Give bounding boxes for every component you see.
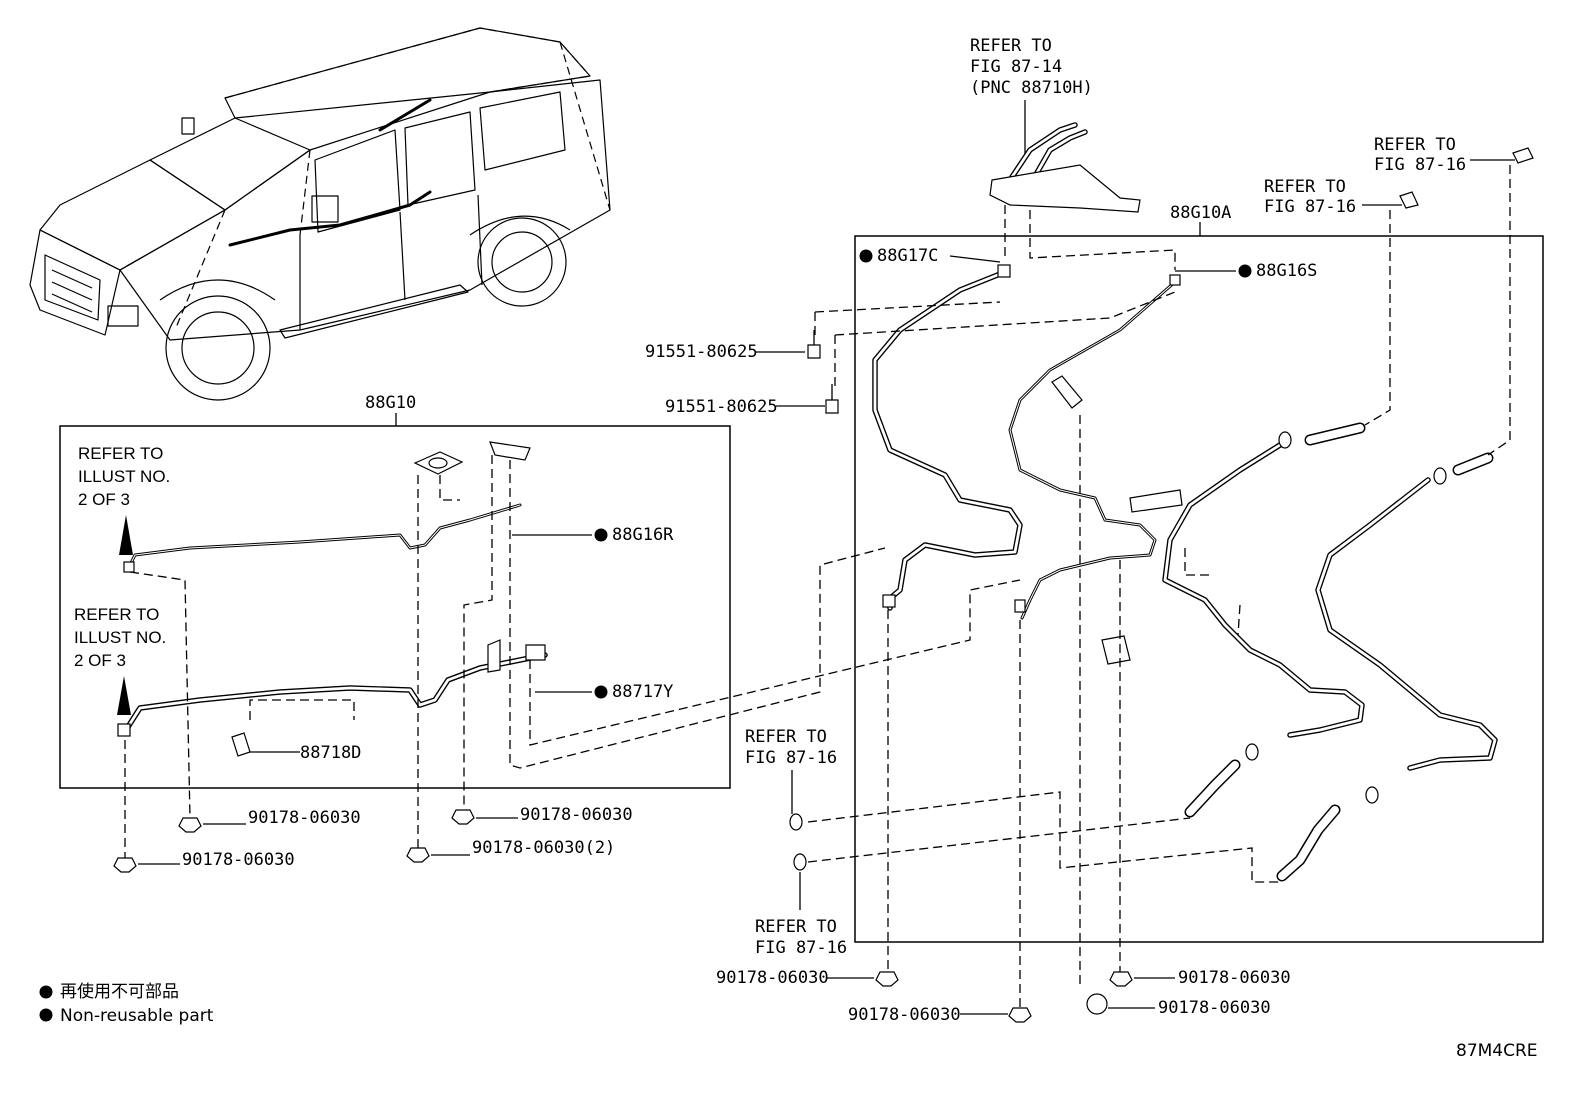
part-nut-r4[interactable]: 90178-06030 — [1158, 998, 1271, 1018]
nut-icon — [1008, 1007, 1032, 1023]
part-88717Y[interactable]: 88717Y — [612, 682, 673, 702]
top-reference-assembly: REFER TO FIG 87-14 (PNC 88710H) — [970, 36, 1176, 270]
group-label-88G10: 88G10 — [365, 393, 416, 413]
nut-icon — [178, 817, 202, 833]
part-nut-l1[interactable]: 90178-06030 — [248, 808, 361, 828]
illust-ref-upper: REFER TO ILLUST NO. 2 OF 3 — [78, 444, 175, 509]
part-88G16R[interactable]: 88G16R — [612, 525, 674, 545]
part-nut-l4[interactable]: 90178-06030(2) — [472, 838, 615, 858]
ref-fig-87-16-b[interactable]: REFER TO FIG 87-16 — [1264, 177, 1356, 217]
bolts: 91551-80625 91551-80625 — [645, 330, 839, 417]
part-nut-r2[interactable]: 90178-06030 — [848, 1005, 961, 1025]
right-fasteners: 90178-06030 90178-06030 90178-06030 9017… — [716, 968, 1291, 1025]
non-reusable-dot-icon — [39, 1008, 53, 1022]
nut-icon — [406, 847, 430, 863]
part-88G16S[interactable]: 88G16S — [1256, 261, 1317, 281]
nut-icon — [1109, 971, 1133, 987]
non-reusable-dot-icon — [859, 249, 873, 263]
left-fasteners: 90178-06030 90178-06030 90178-06030 9017… — [113, 805, 633, 873]
group-88G10A: 88G10A 88G17C 88G16S — [807, 165, 1544, 1008]
nut-icon — [113, 857, 137, 873]
ref-fig-87-16-a[interactable]: REFER TO FIG 87-16 — [1374, 135, 1466, 175]
vehicle-illustration — [29, 27, 611, 401]
diagram-code: 87M4CRE — [1456, 1041, 1538, 1061]
ref-fig-87-16-c[interactable]: REFER TO FIG 87-16 — [745, 727, 837, 768]
arrow-up-icon — [117, 676, 131, 715]
group-88G10A-frame — [854, 235, 1544, 943]
clip-icon — [1086, 993, 1108, 1015]
part-88G17C[interactable]: 88G17C — [877, 246, 938, 266]
right-references: REFER TO FIG 87-16 REFER TO FIG 87-16 RE… — [745, 135, 1534, 958]
illust-ref-lower: REFER TO ILLUST NO. 2 OF 3 — [74, 605, 171, 670]
legend-en: Non-reusable part — [60, 1006, 214, 1026]
bolt-icon — [825, 399, 839, 414]
group-88G10: 88G10 REFER TO ILLUST NO. 2 OF 3 REFER T… — [59, 393, 1021, 860]
part-nut-r3[interactable]: 90178-06030 — [1178, 968, 1291, 988]
part-bolt-a[interactable]: 91551-80625 — [645, 342, 758, 362]
part-nut-l3[interactable]: 90178-06030 — [520, 805, 633, 825]
nut-icon — [451, 809, 475, 825]
group-88G10-frame — [59, 425, 731, 789]
legend: 再使用不可部品 Non-reusable part — [39, 981, 214, 1026]
non-reusable-dot-icon — [1238, 264, 1252, 278]
bolt-icon — [807, 344, 821, 359]
ref-fig-87-14[interactable]: REFER TO FIG 87-14 (PNC 88710H) — [970, 36, 1093, 98]
non-reusable-dot-icon — [594, 528, 608, 542]
part-88718D[interactable]: 88718D — [300, 743, 361, 763]
part-bolt-b[interactable]: 91551-80625 — [665, 397, 778, 417]
non-reusable-dot-icon — [39, 985, 53, 999]
part-nut-l2[interactable]: 90178-06030 — [182, 850, 295, 870]
non-reusable-dot-icon — [594, 685, 608, 699]
nut-icon — [875, 971, 899, 987]
arrow-up-icon — [119, 515, 133, 555]
legend-jp: 再使用不可部品 — [60, 981, 179, 1002]
part-nut-r1[interactable]: 90178-06030 — [716, 968, 829, 988]
ref-fig-87-16-d[interactable]: REFER TO FIG 87-16 — [755, 917, 847, 958]
group-label-88G10A: 88G10A — [1170, 203, 1231, 223]
